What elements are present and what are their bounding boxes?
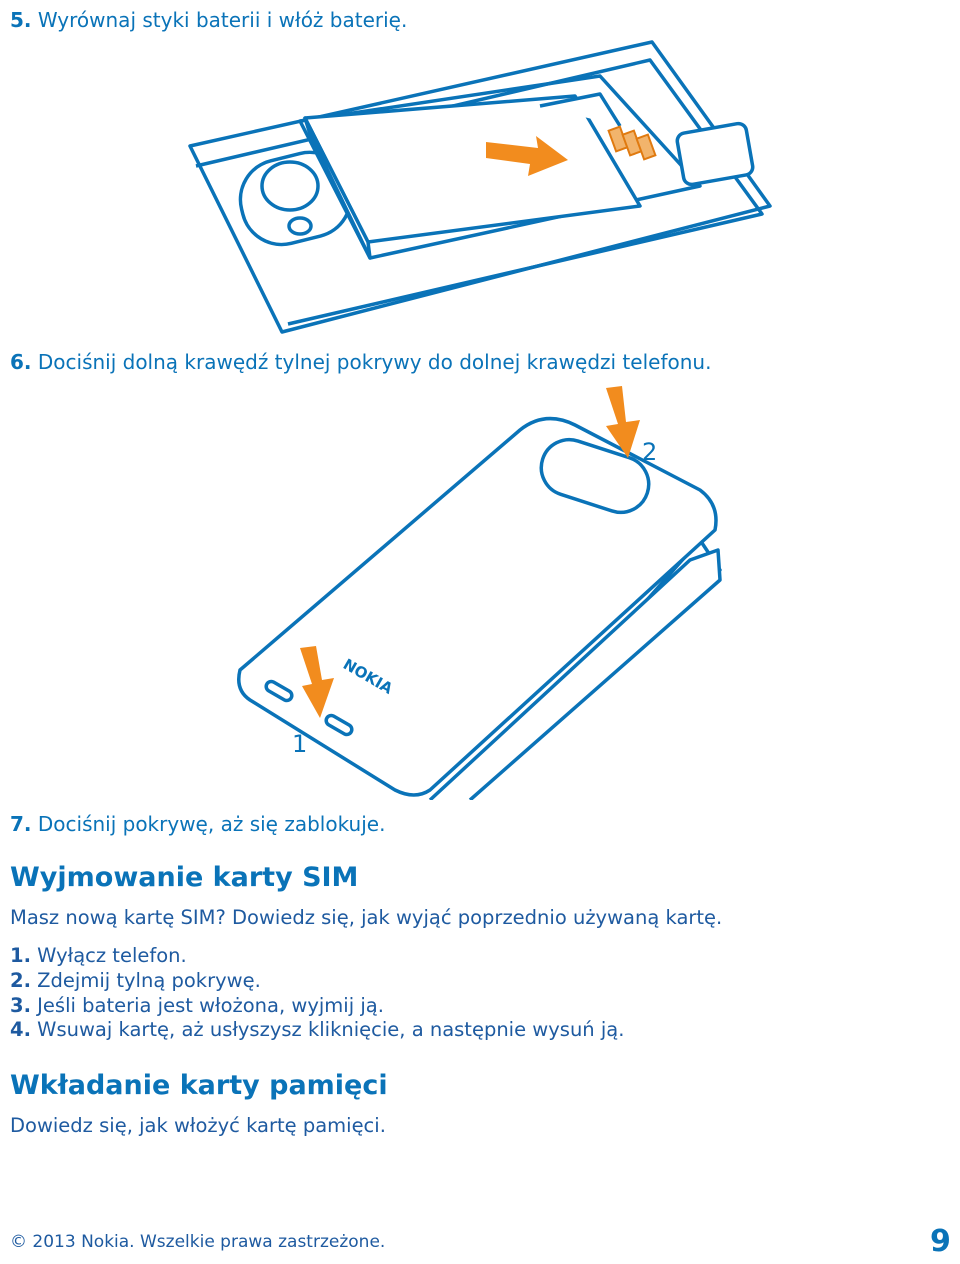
step-number: 1.	[10, 944, 31, 967]
sim-section-heading: Wyjmowanie karty SIM	[10, 862, 359, 893]
sim-step-3: 3. Jeśli bateria jest włożona, wyjmij ją…	[10, 994, 384, 1018]
step-text: Jeśli bateria jest włożona, wyjmij ją.	[30, 994, 384, 1017]
copyright-notice: © 2013 Nokia. Wszelkie prawa zastrzeżone…	[10, 1232, 386, 1252]
label-2: 2	[642, 438, 657, 466]
step-text: Dociśnij pokrywę, aż się zablokuje.	[31, 812, 386, 836]
step-number: 5.	[10, 8, 32, 32]
sim-step-1: 1. Wyłącz telefon.	[10, 944, 187, 968]
sim-step-2: 2. Zdejmij tylną pokrywę.	[10, 969, 261, 993]
step-5: 5. Wyrównaj styki baterii i włóż baterię…	[10, 8, 407, 32]
step-number: 3.	[10, 994, 31, 1017]
step-number: 6.	[10, 350, 32, 374]
step-number: 7.	[10, 812, 32, 836]
step-text: Wyłącz telefon.	[30, 944, 187, 967]
back-cover-illustration: NOKIA 1 2	[237, 386, 722, 800]
memory-section-heading: Wkładanie karty pamięci	[10, 1070, 388, 1101]
step-6: 6. Dociśnij dolną krawędź tylnej pokrywy…	[10, 350, 711, 374]
step-text: Dociśnij dolną krawędź tylnej pokrywy do…	[31, 350, 712, 374]
step-text: Zdejmij tylną pokrywę.	[30, 969, 261, 992]
step-number: 2.	[10, 969, 31, 992]
label-1: 1	[292, 730, 307, 758]
sim-section-intro: Masz nową kartę SIM? Dowiedz się, jak wy…	[10, 906, 723, 929]
battery-insertion-illustration	[188, 40, 772, 334]
step-number: 4.	[10, 1018, 31, 1041]
step-text: Wyrównaj styki baterii i włóż baterię.	[31, 8, 408, 32]
step-text: Wsuwaj kartę, aż usłyszysz kliknięcie, a…	[30, 1018, 625, 1041]
sim-step-4: 4. Wsuwaj kartę, aż usłyszysz kliknięcie…	[10, 1018, 624, 1042]
page-number: 9	[930, 1224, 951, 1259]
step-7: 7. Dociśnij pokrywę, aż się zablokuje.	[10, 812, 385, 836]
memory-section-intro: Dowiedz się, jak włożyć kartę pamięci.	[10, 1114, 386, 1137]
